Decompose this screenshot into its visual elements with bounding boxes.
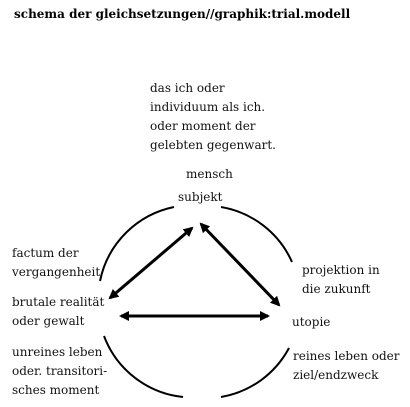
note-vergangenheit-line-2: vergangenheit	[12, 265, 101, 279]
note-gegenwart-line-3: oder moment der	[150, 119, 256, 133]
circle-arc-top-left	[99, 206, 175, 282]
label-realitaet: brutale realität oder gewalt	[12, 293, 104, 331]
circle-arc-bottom-right	[220, 347, 290, 398]
label-utopie: utopie	[292, 315, 331, 329]
note-unreines-leben: unreines leben oder. transitori- sches m…	[12, 343, 107, 400]
arrow-subjekt-utopie	[199, 222, 281, 307]
note-vergangenheit-line-1: factum der	[12, 246, 79, 260]
note-gegenwart-line-4: gelebten gegenwart.	[150, 138, 276, 152]
circle-arc-bottom-left	[103, 335, 184, 398]
note-reines-leben-line-1: reines leben oder	[293, 349, 400, 363]
note-gegenwart: das ich oder individuum als ich. oder mo…	[150, 79, 276, 155]
diagram-title: schema der gleichsetzungen//graphik:tria…	[14, 7, 351, 21]
arrow-subjekt-realitaet	[108, 226, 194, 300]
label-realitaet-line-1: brutale realität	[12, 295, 105, 309]
note-unreines-leben-line-2: oder. transitori-	[12, 364, 108, 378]
note-reines-leben-line-2: ziel/endzweck	[293, 368, 379, 382]
note-unreines-leben-line-1: unreines leben	[12, 345, 103, 359]
label-subjekt: subjekt	[178, 190, 223, 204]
note-projektion-line-1: projektion in	[302, 263, 380, 277]
label-mensch: mensch	[186, 167, 233, 181]
note-reines-leben: reines leben oder ziel/endzweck	[293, 347, 400, 385]
note-gegenwart-line-1: das ich oder	[150, 81, 225, 95]
note-vergangenheit: factum der vergangenheit	[12, 244, 100, 282]
label-realitaet-line-2: oder gewalt	[12, 314, 85, 328]
note-projektion: projektion in die zukunft	[302, 261, 380, 299]
note-gegenwart-line-2: individuum als ich.	[150, 100, 266, 114]
note-unreines-leben-line-3: sches moment	[12, 383, 100, 397]
note-projektion-line-2: die zukunft	[302, 282, 371, 296]
